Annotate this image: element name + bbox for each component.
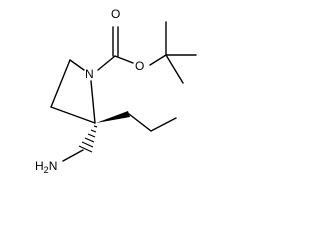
ring-bond-n-ch2 — [69, 59, 85, 71]
boc-group — [97, 21, 197, 84]
amine-label: H2N — [35, 159, 57, 175]
amine-h-label: H — [35, 159, 44, 173]
bond-tbu-methyl-lower — [165, 54, 184, 84]
ring-bond-ch2-ch2 — [50, 59, 71, 108]
amine-n-label: N — [49, 159, 58, 173]
ring-nitrogen-label: N — [85, 67, 94, 81]
bond-n-carbonyl — [97, 55, 116, 71]
bond-ester-o-tbu — [149, 54, 167, 66]
molecule-diagram: N O O H2N — [35, 7, 197, 175]
bond-propyl-ch2-ch3 — [150, 117, 177, 132]
bond-ch2-nh2 — [62, 149, 84, 162]
carbonyl-oxygen-label: O — [111, 7, 120, 21]
ring-bond-cq-n — [90, 80, 96, 124]
amine-subscript: 2 — [44, 165, 49, 175]
ester-oxygen-label: O — [135, 59, 144, 73]
bond-propyl-ch2-ch2 — [128, 113, 152, 132]
azetidine-ring — [50, 59, 96, 124]
aminomethyl-group — [62, 125, 98, 162]
hash-bond-ch2 — [78, 125, 98, 153]
ring-bond-ch2-cq — [50, 106, 96, 124]
propyl-chain — [96, 111, 177, 132]
bond-carbonyl-ester-o — [114, 55, 134, 64]
wedge-bond-propyl — [96, 111, 130, 123]
